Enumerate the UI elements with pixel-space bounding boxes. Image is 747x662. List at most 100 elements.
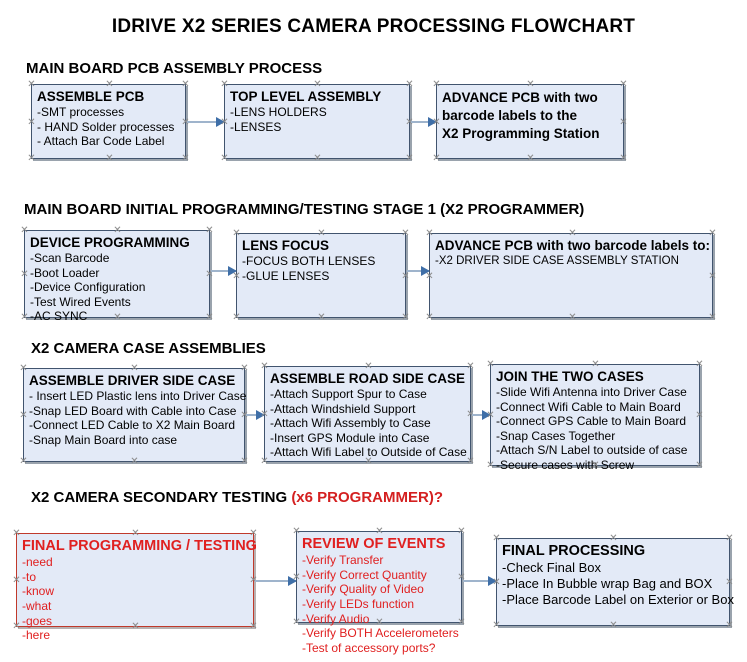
resize-handle[interactable]: [19, 364, 28, 373]
resize-handle[interactable]: [364, 362, 373, 371]
resize-handle[interactable]: [708, 229, 717, 238]
resize-handle[interactable]: [492, 621, 501, 630]
node-assemble-pcb[interactable]: ASSEMBLE PCB -SMT processes - HAND Solde…: [31, 84, 186, 159]
node-device-programming[interactable]: DEVICE PROGRAMMING -Scan Barcode -Boot L…: [24, 230, 210, 323]
resize-handle[interactable]: [526, 154, 535, 163]
resize-handle[interactable]: [619, 154, 628, 163]
resize-handle[interactable]: [317, 229, 326, 238]
resize-handle[interactable]: [425, 229, 434, 238]
resize-handle[interactable]: [105, 80, 114, 89]
node-final-programming-testing[interactable]: FINAL PROGRAMMING / TESTING -need -to -k…: [16, 533, 257, 642]
resize-handle[interactable]: [113, 226, 122, 235]
resize-handle[interactable]: [401, 313, 410, 322]
node-line: - Insert LED Plastic lens into Driver Ca…: [29, 388, 247, 403]
resize-handle[interactable]: [695, 411, 704, 420]
resize-handle[interactable]: [12, 622, 21, 631]
resize-handle[interactable]: [12, 576, 21, 585]
resize-handle[interactable]: [609, 621, 618, 630]
resize-handle[interactable]: [205, 226, 214, 235]
node-review-of-events[interactable]: REVIEW OF EVENTS -Verify Transfer -Verif…: [296, 531, 462, 655]
resize-handle[interactable]: [130, 457, 139, 466]
resize-handle[interactable]: [695, 461, 704, 470]
arrowhead-icon: [488, 576, 497, 586]
node-line: -Attach Wifi Label to Outside of Case: [270, 445, 467, 460]
node-final-processing[interactable]: FINAL PROCESSING -Check Final Box -Place…: [496, 538, 734, 626]
resize-handle[interactable]: [12, 529, 21, 538]
resize-handle[interactable]: [405, 154, 414, 163]
resize-handle[interactable]: [401, 272, 410, 281]
resize-handle[interactable]: [401, 229, 410, 238]
node-top-level-assembly[interactable]: TOP LEVEL ASSEMBLY -LENS HOLDERS -LENSES: [224, 84, 410, 159]
resize-handle[interactable]: [249, 529, 258, 538]
resize-handle[interactable]: [232, 229, 241, 238]
arrowhead-icon: [288, 576, 297, 586]
resize-handle[interactable]: [708, 313, 717, 322]
resize-handle[interactable]: [19, 457, 28, 466]
node-line: -need: [22, 555, 53, 570]
resize-handle[interactable]: [292, 618, 301, 627]
resize-handle[interactable]: [20, 313, 29, 322]
resize-handle[interactable]: [27, 80, 36, 89]
resize-handle[interactable]: [181, 80, 190, 89]
node-lens-focus[interactable]: LENS FOCUS -FOCUS BOTH LENSES -GLUE LENS…: [236, 233, 406, 318]
resize-handle[interactable]: [260, 362, 269, 371]
resize-handle[interactable]: [181, 154, 190, 163]
arrowhead-icon: [482, 410, 491, 420]
resize-handle[interactable]: [492, 534, 501, 543]
resize-handle[interactable]: [232, 313, 241, 322]
resize-handle[interactable]: [375, 527, 384, 536]
resize-handle[interactable]: [220, 80, 229, 89]
resize-handle[interactable]: [405, 80, 414, 89]
node-line: - Attach Bar Code Label: [37, 134, 165, 149]
section-heading-text: MAIN BOARD PCB ASSEMBLY PROCESS: [26, 60, 323, 77]
resize-handle[interactable]: [591, 360, 600, 369]
resize-handle[interactable]: [486, 360, 495, 369]
resize-handle[interactable]: [568, 313, 577, 322]
node-assemble-road-side-case[interactable]: ASSEMBLE ROAD SIDE CASE -Attach Support …: [264, 366, 471, 462]
resize-handle[interactable]: [260, 457, 269, 466]
resize-handle[interactable]: [313, 154, 322, 163]
resize-handle[interactable]: [292, 527, 301, 536]
resize-handle[interactable]: [249, 622, 258, 631]
node-assemble-driver-side-case[interactable]: ASSEMBLE DRIVER SIDE CASE - Insert LED P…: [23, 368, 247, 462]
resize-handle[interactable]: [466, 362, 475, 371]
resize-handle[interactable]: [432, 80, 441, 89]
resize-handle[interactable]: [27, 154, 36, 163]
resize-handle[interactable]: [19, 411, 28, 420]
resize-handle[interactable]: [105, 154, 114, 163]
resize-handle[interactable]: [220, 154, 229, 163]
resize-handle[interactable]: [725, 534, 734, 543]
node-advance-pcb-to-driver-side-case-station[interactable]: ADVANCE PCB with two barcode labels to: …: [429, 233, 713, 318]
resize-handle[interactable]: [131, 529, 140, 538]
node-advance-pcb-to-x2-programming-station[interactable]: ADVANCE PCB with two barcode labels to t…: [436, 84, 624, 159]
resize-handle[interactable]: [609, 534, 618, 543]
resize-handle[interactable]: [695, 360, 704, 369]
resize-handle[interactable]: [240, 364, 249, 373]
resize-handle[interactable]: [725, 621, 734, 630]
resize-handle[interactable]: [130, 364, 139, 373]
node-line: -Scan Barcode: [30, 250, 110, 265]
arrowhead-icon: [428, 117, 437, 127]
resize-handle[interactable]: [708, 272, 717, 281]
resize-handle[interactable]: [317, 313, 326, 322]
resize-handle[interactable]: [205, 313, 214, 322]
resize-handle[interactable]: [457, 527, 466, 536]
node-join-the-two-cases[interactable]: JOIN THE TWO CASES -Slide Wifi Antenna i…: [490, 364, 700, 472]
resize-handle[interactable]: [27, 118, 36, 127]
node-line: -what: [22, 598, 52, 613]
resize-handle[interactable]: [20, 226, 29, 235]
resize-handle[interactable]: [725, 578, 734, 587]
resize-handle[interactable]: [313, 80, 322, 89]
resize-handle[interactable]: [486, 461, 495, 470]
node-line: -goes: [22, 613, 53, 628]
resize-handle[interactable]: [432, 154, 441, 163]
resize-handle[interactable]: [240, 457, 249, 466]
node-line: -Attach S/N Label to outside of case: [496, 443, 688, 458]
resize-handle[interactable]: [619, 80, 628, 89]
resize-handle[interactable]: [20, 270, 29, 279]
resize-handle[interactable]: [466, 457, 475, 466]
resize-handle[interactable]: [425, 313, 434, 322]
resize-handle[interactable]: [568, 229, 577, 238]
resize-handle[interactable]: [526, 80, 535, 89]
resize-handle[interactable]: [619, 118, 628, 127]
